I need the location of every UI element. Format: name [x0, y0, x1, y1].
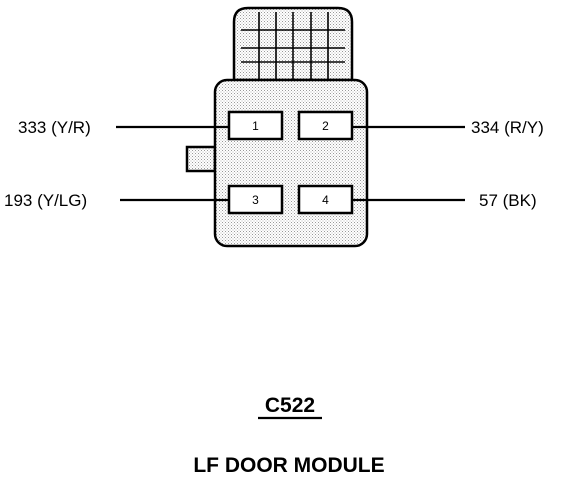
circuit-label-pin-3: 193 (Y/LG) [4, 191, 87, 210]
circuit-label-pin-1: 333 (Y/R) [18, 118, 91, 137]
pin-3: 3 [227, 184, 284, 215]
pin-2: 2 [297, 110, 354, 141]
pin-4-number: 4 [322, 193, 329, 207]
locking-tab [185, 145, 217, 173]
pin-1-number: 1 [252, 119, 259, 133]
circuit-label-pin-4: 57 (BK) [479, 191, 537, 210]
module-name: LF DOOR MODULE [193, 454, 384, 477]
pin-3-number: 3 [252, 193, 259, 207]
pin-2-number: 2 [322, 119, 329, 133]
connector-id: C522 [265, 394, 315, 417]
wires [116, 125, 465, 202]
pin-4: 4 [297, 184, 354, 215]
pin-1: 1 [227, 110, 284, 141]
circuit-label-pin-2: 334 (R/Y) [471, 118, 544, 137]
harness-grid [241, 12, 345, 80]
connector-body [213, 78, 369, 248]
harness-shell [232, 6, 354, 82]
